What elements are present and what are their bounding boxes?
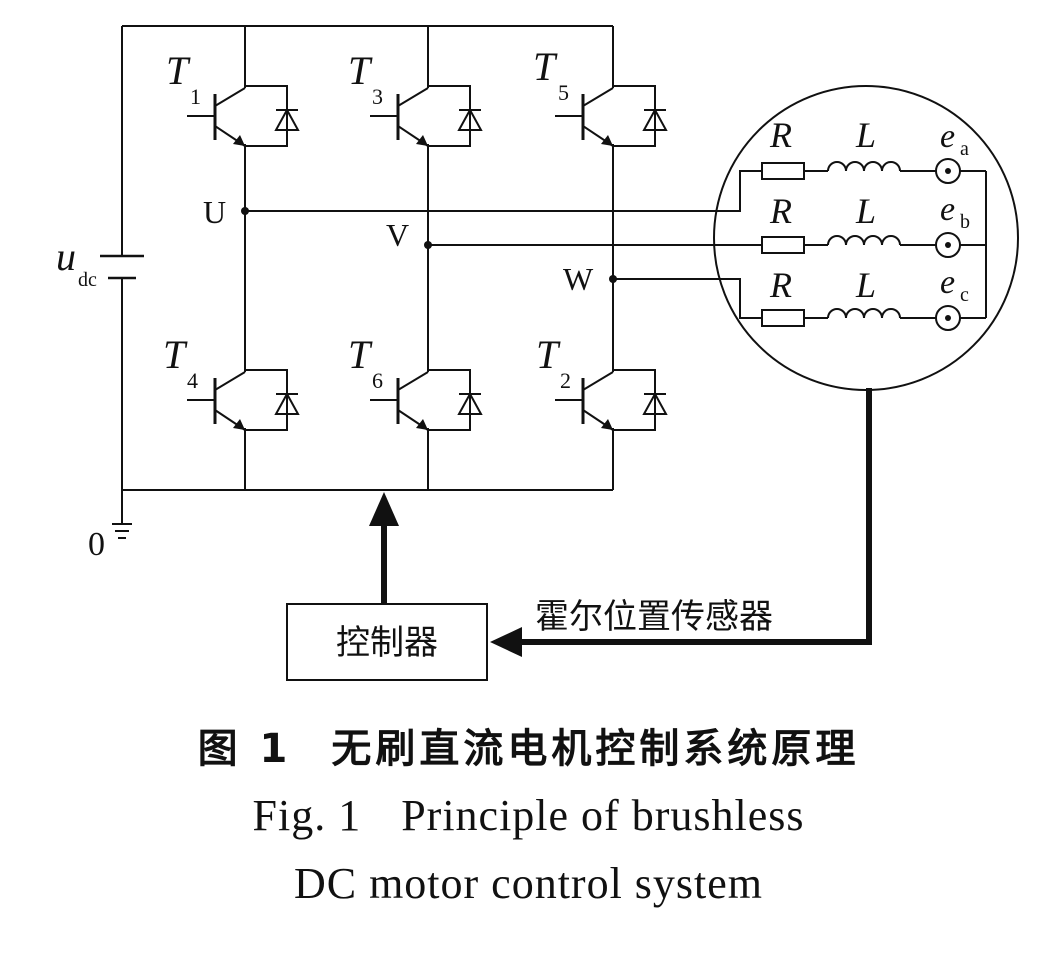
- label-l-c: L: [855, 265, 876, 305]
- control-signal-arrow: [369, 492, 399, 604]
- winding-c: [761, 305, 987, 331]
- ground-icon: [112, 523, 132, 539]
- igbt-t4: [185, 368, 300, 432]
- phase-leg-wires: [244, 26, 614, 490]
- label-t6-base: T: [348, 332, 373, 377]
- label-ea-sub: a: [960, 138, 969, 160]
- node-dots: [241, 207, 617, 283]
- winding-a: [761, 158, 987, 184]
- controller-label: 控制器: [336, 623, 438, 663]
- label-t4-sub: 4: [187, 368, 198, 393]
- label-t5-sub: 5: [558, 80, 569, 105]
- label-t3-sub: 3: [372, 84, 383, 109]
- label-ec-sub: c: [960, 284, 969, 306]
- label-t5-base: T: [533, 44, 558, 89]
- label-t3-base: T: [348, 48, 373, 93]
- igbt-t2: [553, 368, 668, 432]
- igbt-t3: [368, 84, 483, 148]
- label-w: W: [563, 261, 594, 297]
- label-t1-sub: 1: [190, 84, 201, 109]
- hall-sensor-label: 霍尔位置传感器: [535, 597, 773, 637]
- label-u: U: [203, 194, 226, 230]
- label-v: V: [386, 217, 409, 253]
- label-t2-base: T: [536, 332, 561, 377]
- caption-cn-number: 图 1: [197, 726, 292, 772]
- caption-english-line2: DC motor control system: [293, 859, 764, 908]
- bldc-circuit-diagram: T 1 T 3 T 5 T 4 T 6 T 2 U V W u dc 0 R L…: [56, 25, 1019, 681]
- label-t4-base: T: [163, 332, 188, 377]
- hall-feedback-arrow: [490, 388, 872, 657]
- label-eb-sub: b: [960, 211, 970, 233]
- winding-b: [761, 232, 987, 258]
- dc-source: [100, 254, 144, 280]
- label-udc-base: u: [56, 234, 76, 279]
- dc-bus-wires: [121, 25, 613, 524]
- label-ground: 0: [88, 526, 105, 563]
- igbt-t5: [553, 84, 668, 148]
- label-r-a: R: [769, 115, 792, 155]
- label-udc-sub: dc: [78, 269, 97, 291]
- caption-chinese: 图 1 无刷直流电机控制系统原理: [0, 716, 1057, 774]
- label-eb-base: e: [940, 191, 955, 228]
- label-l-b: L: [855, 191, 876, 231]
- caption-english-line1: Fig. 1 Principle of brushless: [0, 790, 1057, 841]
- igbt-t1: [185, 84, 300, 148]
- label-r-c: R: [769, 265, 792, 305]
- igbt-t6: [368, 368, 483, 432]
- phase-output-wires: [245, 170, 762, 319]
- label-t2-sub: 2: [560, 368, 571, 393]
- caption-cn-title: 无刷直流电机控制系统原理: [331, 726, 860, 772]
- label-ea-base: e: [940, 118, 955, 155]
- label-t1-base: T: [166, 48, 191, 93]
- caption-en-text: Principle of brushless: [401, 791, 805, 840]
- label-t6-sub: 6: [372, 368, 383, 393]
- label-ec-base: e: [940, 264, 955, 301]
- label-l-a: L: [855, 115, 876, 155]
- label-r-b: R: [769, 191, 792, 231]
- caption-en-number: Fig. 1: [252, 791, 362, 840]
